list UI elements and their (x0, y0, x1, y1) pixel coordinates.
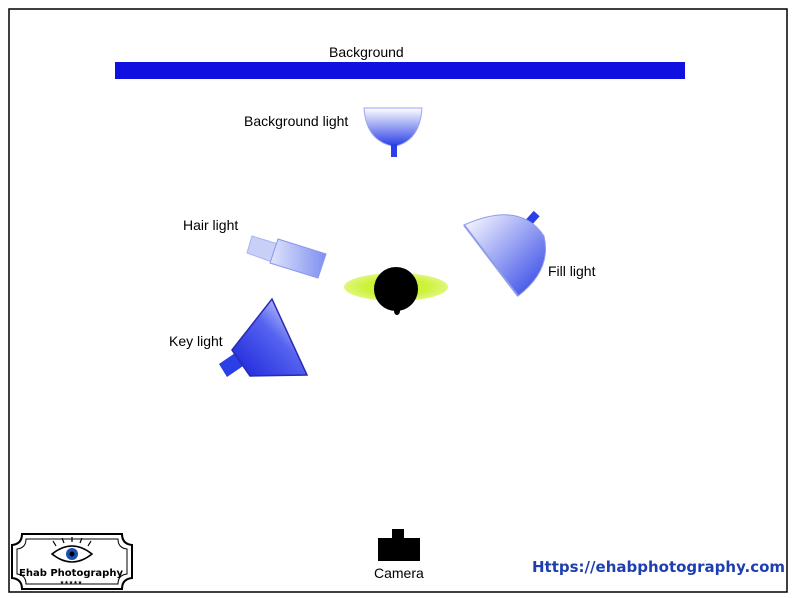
camera-icon (378, 529, 420, 561)
hair-light-label: Hair light (183, 217, 239, 233)
background-light-icon (363, 107, 423, 157)
logo-text: Ehab Photography (19, 568, 123, 579)
fill-light-label: Fill light (548, 263, 596, 279)
ehab-photography-logo: Ehab Photography ★★★★★ (11, 533, 133, 590)
background-bar (115, 62, 685, 79)
subject-icon (344, 267, 448, 315)
background-light-label: Background light (244, 113, 349, 129)
diagram-frame (8, 8, 788, 593)
website-link[interactable]: Https://ehabphotography.com (532, 558, 786, 576)
logo-stars: ★★★★★ (60, 580, 83, 586)
key-light-label: Key light (169, 333, 223, 349)
camera-label: Camera (374, 565, 424, 581)
hair-light-icon (246, 235, 327, 279)
key-light-icon (219, 297, 309, 377)
background-label: Background (329, 44, 404, 60)
fill-light-icon (463, 210, 546, 297)
